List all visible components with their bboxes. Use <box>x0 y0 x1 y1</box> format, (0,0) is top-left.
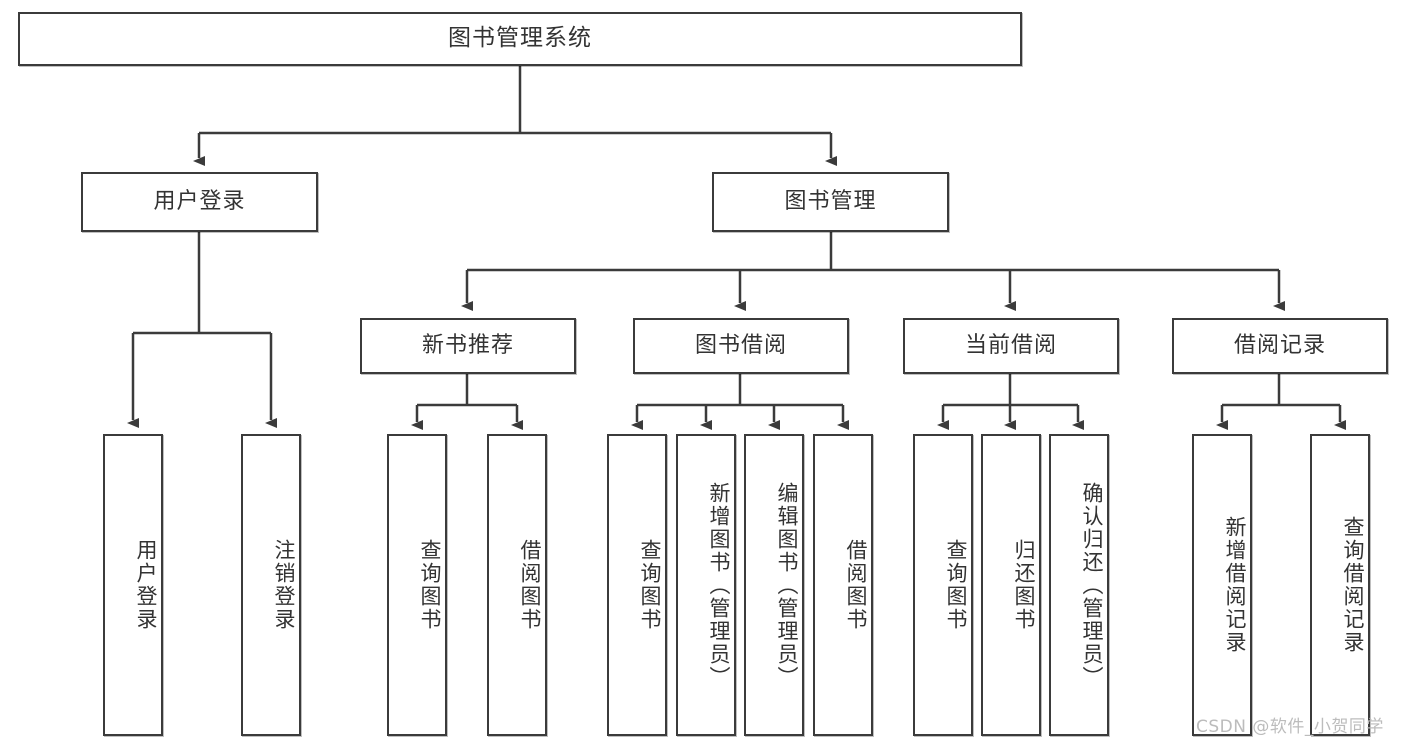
leaf-record-add-record-label: 新增借阅记录 <box>1223 516 1247 654</box>
node-current-borrow[interactable]: 当前借阅 <box>903 318 1119 374</box>
node-book-borrow[interactable]: 图书借阅 <box>633 318 849 374</box>
leaf-current-query-book[interactable]: 查询图书 <box>913 434 973 736</box>
node-user-login-label: 用户登录 <box>153 188 246 214</box>
leaf-record-add-record[interactable]: 新增借阅记录 <box>1192 434 1252 736</box>
leaf-current-query-book-label: 查询图书 <box>944 539 968 631</box>
node-user-login[interactable]: 用户登录 <box>81 172 318 232</box>
leaf-current-confirm-return-admin-label: 确认归还（管理员） <box>1080 481 1104 689</box>
leaf-current-confirm-return-admin[interactable]: 确认归还（管理员） <box>1049 434 1109 736</box>
node-root[interactable]: 图书管理系统 <box>18 12 1022 66</box>
node-new-book-recommend-label: 新书推荐 <box>421 332 514 358</box>
leaf-borrow-add-book-admin[interactable]: 新增图书（管理员） <box>676 434 736 736</box>
leaf-logout-login-label: 注销登录 <box>272 539 296 631</box>
leaf-recommend-query-book-label: 查询图书 <box>418 539 442 631</box>
node-root-label: 图书管理系统 <box>448 25 592 52</box>
leaf-current-return-book[interactable]: 归还图书 <box>981 434 1041 736</box>
node-borrow-record[interactable]: 借阅记录 <box>1172 318 1388 374</box>
leaf-recommend-borrow-book-label: 借阅图书 <box>518 539 542 631</box>
node-book-management[interactable]: 图书管理 <box>712 172 949 232</box>
node-new-book-recommend[interactable]: 新书推荐 <box>360 318 576 374</box>
leaf-recommend-borrow-book[interactable]: 借阅图书 <box>487 434 547 736</box>
csdn-watermark: CSDN @软件_小贺同学 <box>1196 717 1384 737</box>
node-book-borrow-label: 图书借阅 <box>694 332 787 358</box>
leaf-borrow-add-book-admin-label: 新增图书（管理员） <box>707 481 731 689</box>
leaf-record-query-record-label: 查询借阅记录 <box>1341 516 1365 654</box>
leaf-borrow-edit-book-admin[interactable]: 编辑图书（管理员） <box>744 434 804 736</box>
node-book-management-label: 图书管理 <box>784 188 877 214</box>
leaf-borrow-edit-book-admin-label: 编辑图书（管理员） <box>775 481 799 689</box>
leaf-recommend-query-book[interactable]: 查询图书 <box>387 434 447 736</box>
leaf-user-login[interactable]: 用户登录 <box>103 434 163 736</box>
node-current-borrow-label: 当前借阅 <box>964 332 1057 358</box>
leaf-borrow-borrow-book[interactable]: 借阅图书 <box>813 434 873 736</box>
leaf-borrow-borrow-book-label: 借阅图书 <box>844 539 868 631</box>
node-borrow-record-label: 借阅记录 <box>1233 332 1326 358</box>
leaf-logout-login[interactable]: 注销登录 <box>241 434 301 736</box>
leaf-record-query-record[interactable]: 查询借阅记录 <box>1310 434 1370 736</box>
leaf-user-login-label: 用户登录 <box>134 539 158 631</box>
leaf-borrow-query-book[interactable]: 查询图书 <box>607 434 667 736</box>
leaf-current-return-book-label: 归还图书 <box>1012 539 1036 631</box>
leaf-borrow-query-book-label: 查询图书 <box>638 539 662 631</box>
